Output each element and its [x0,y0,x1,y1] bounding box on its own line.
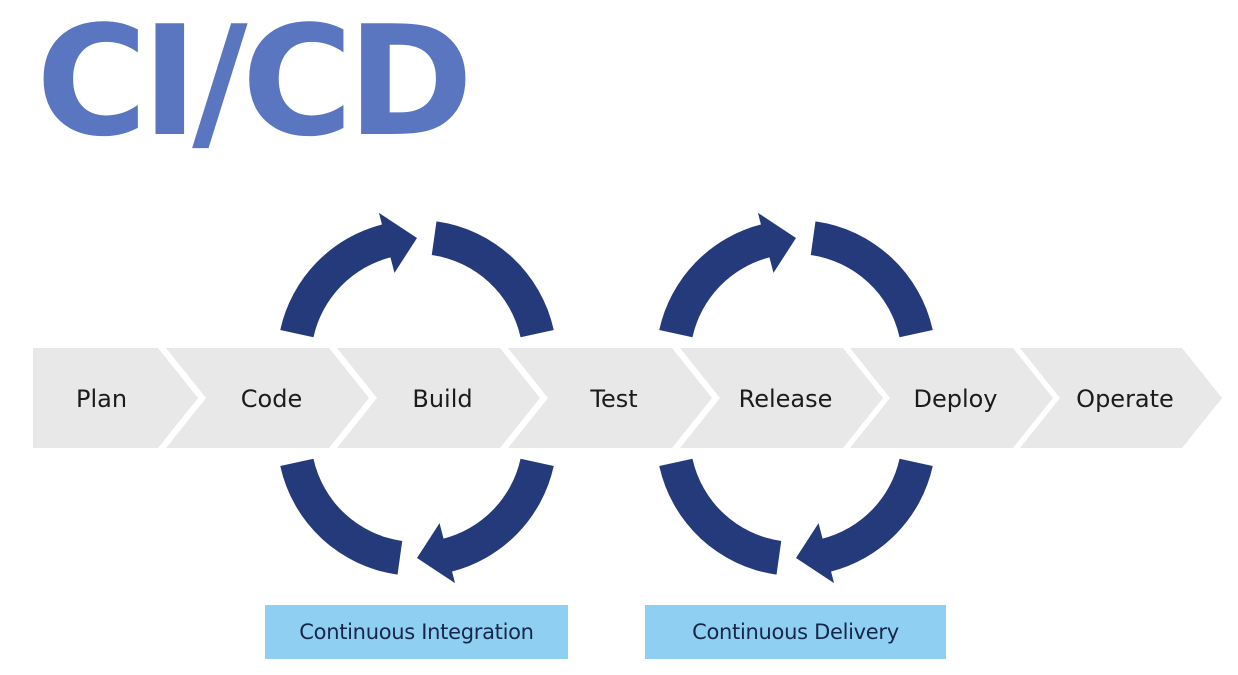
stage-label-plan: Plan [76,385,127,413]
continuous-delivery-loop-bottom-right-arc [822,459,933,572]
continuous-integration-loop-bottom-left-arc [280,459,402,575]
continuous-delivery-loop-bottom-left-arc [659,459,781,575]
continuous-delivery-loop-top-right-arc [811,221,933,337]
stage-label-test: Test [589,385,637,413]
continuous-integration-loop-top-right-arc [432,221,554,337]
stage-label-build: Build [412,385,472,413]
continuous-delivery-loop-top-left-arc [659,224,770,337]
continuous-integration-label: Continuous Integration [265,605,568,659]
continuous-delivery-label: Continuous Delivery [645,605,946,659]
pipeline-stages: Plan Code Build Test Release Deploy Operate [33,348,1222,448]
stage-label-operate: Operate [1076,385,1174,413]
continuous-integration-loop-top-left-arc [280,224,391,337]
continuous-integration-loop-bottom-right-arc [443,459,554,572]
stage-label-deploy: Deploy [913,385,997,413]
stage-label-release: Release [739,385,833,413]
stage-label-code: Code [241,385,302,413]
